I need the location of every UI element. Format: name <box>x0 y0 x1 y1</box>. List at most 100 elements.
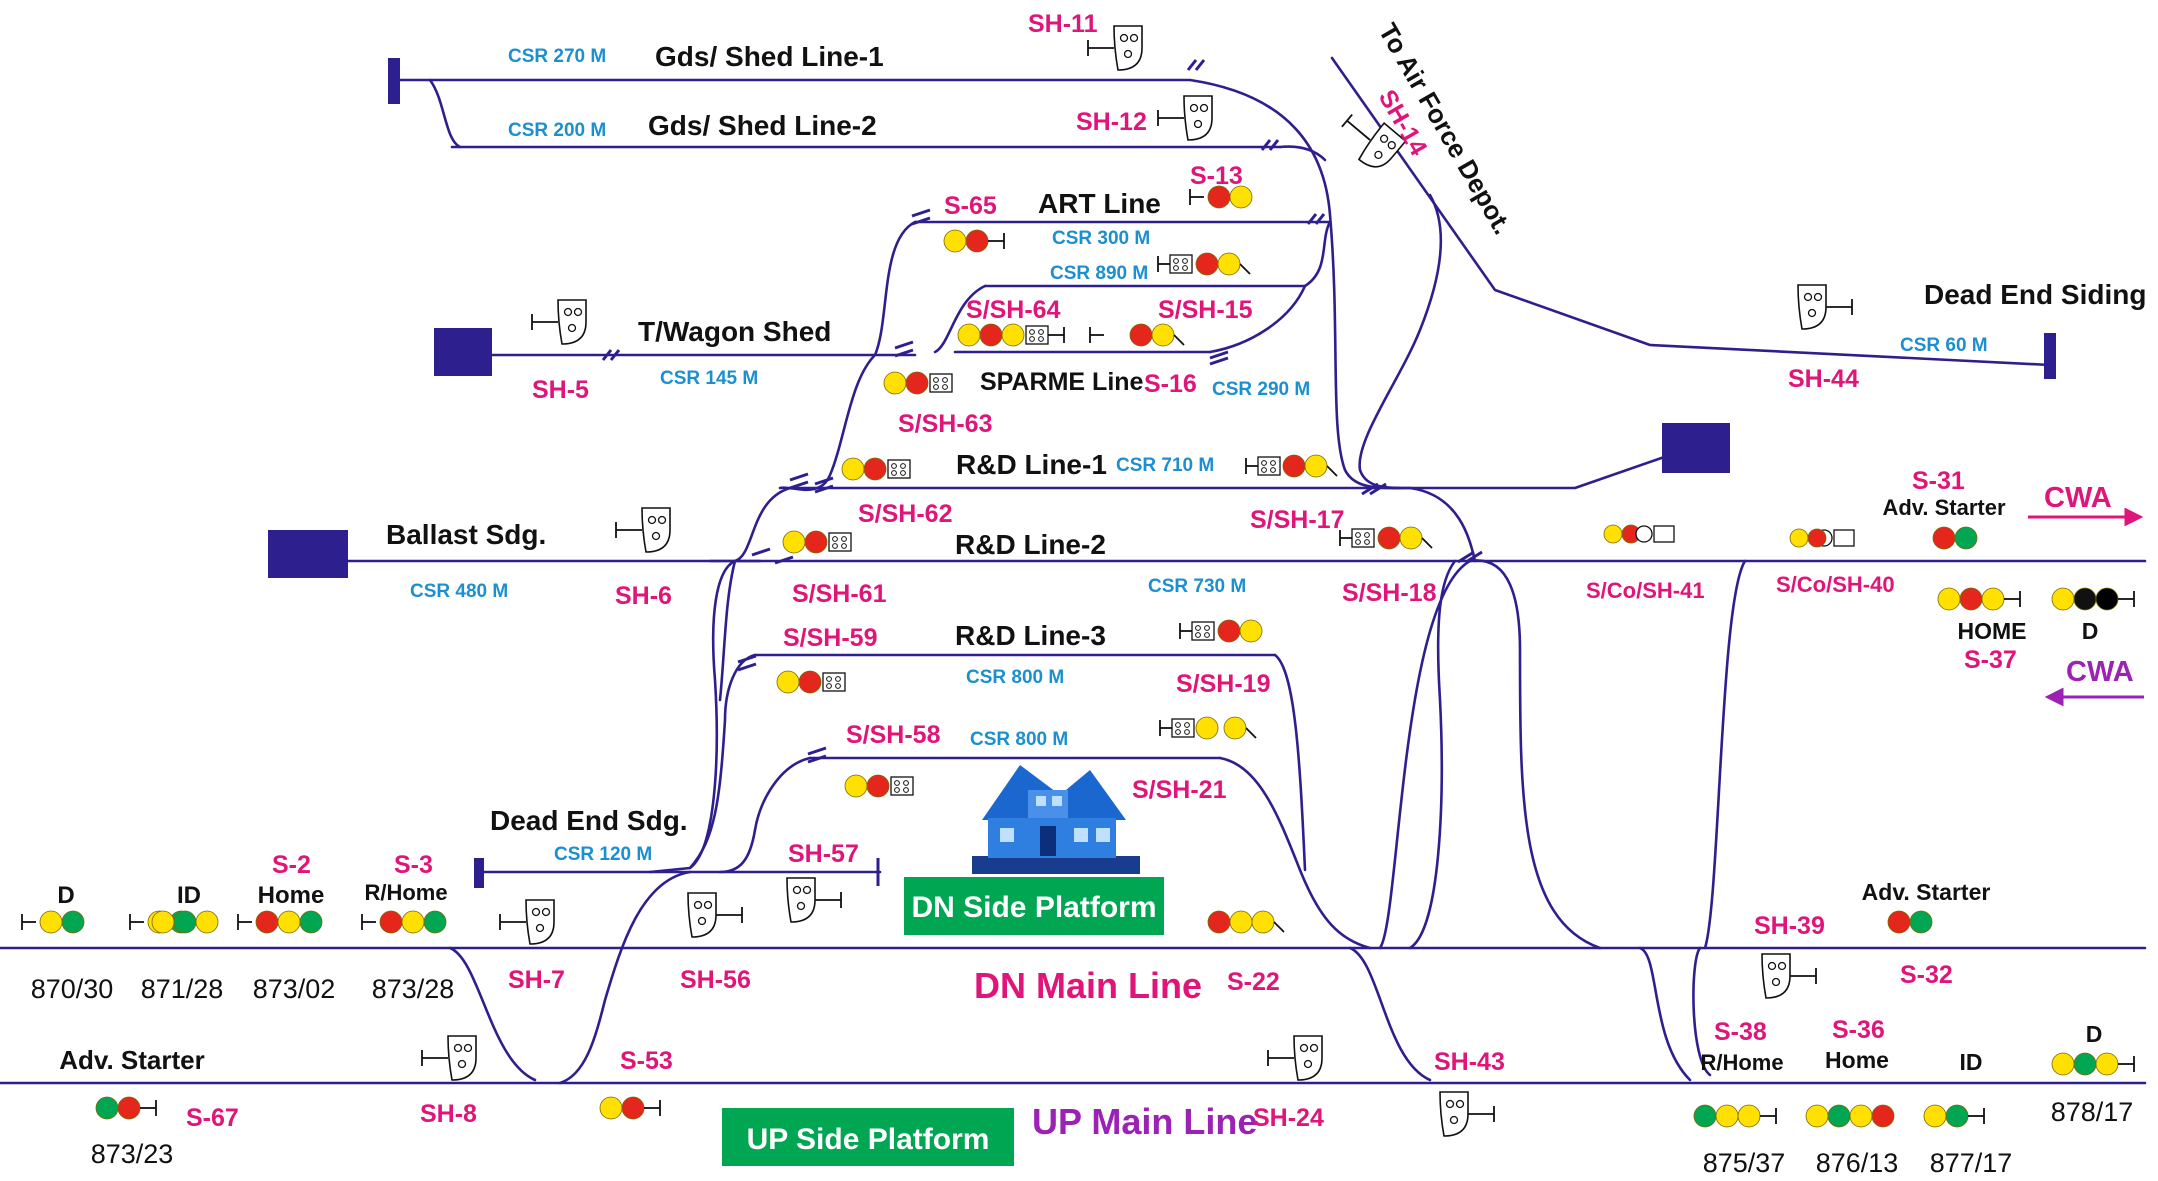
csr-label: CSR 800 M <box>970 729 1068 750</box>
station-building-icon <box>972 765 1140 874</box>
shunt-signal-icon <box>1157 95 1213 141</box>
gds-line-2-label: Gds/ Shed Line-2 <box>648 110 877 141</box>
colour-light-signal-icon <box>151 910 219 934</box>
dn-main-line-label: DN Main Line <box>974 965 1202 1006</box>
dn-side-platform-label: DN Side Platform <box>911 891 1156 924</box>
km-post-label: 873/28 <box>372 974 455 1004</box>
aspect-label: ID <box>177 882 201 909</box>
rd-line-4-west <box>718 756 812 874</box>
signal-label: S-36 <box>1832 1016 1885 1044</box>
csr-label: CSR 300 M <box>1052 228 1150 249</box>
shunt-signal-icon <box>1267 1035 1323 1081</box>
shunt-signal-icon <box>421 1035 477 1081</box>
colour-light-signal-icon <box>1189 185 1253 209</box>
colour-light-signal-icon <box>1887 910 1933 934</box>
colour-light-signal-icon <box>1207 910 1285 934</box>
rd-line-2-east <box>1408 486 1477 563</box>
aspect-label: D <box>2086 1021 2103 1047</box>
csr-label: CSR 200 M <box>508 120 606 141</box>
signal-label: S-2 <box>272 851 311 879</box>
km-post-label: 877/17 <box>1930 1148 2013 1178</box>
csr-label: CSR 800 M <box>966 667 1064 688</box>
signal-label: SH-44 <box>1788 365 1859 393</box>
twagon-shed-block <box>434 328 492 376</box>
loop-sh18 <box>1408 559 1457 950</box>
shunt-signal-icon <box>615 507 671 553</box>
co-acting-indicator-icon <box>1635 525 1855 547</box>
signal-label: S-38 <box>1714 1018 1767 1046</box>
colour-light-signal-icon <box>1195 252 1251 276</box>
line-890-ladder <box>933 284 987 354</box>
aspect-label: Adv. Starter <box>1882 495 2006 520</box>
csr-label: CSR 710 M <box>1116 455 1214 476</box>
signal-label: S/SH-59 <box>783 624 877 652</box>
art-line-label: ART Line <box>1038 188 1161 219</box>
route-indicator-icon <box>1245 456 1281 476</box>
signal-glyphs <box>21 25 2135 1137</box>
shunt-signal-icon <box>499 899 555 945</box>
signal-label: S/SH-17 <box>1250 506 1344 534</box>
signal-label: SH-7 <box>508 966 565 994</box>
csr-label: CSR 730 M <box>1148 576 1246 597</box>
dn-side-platform <box>904 877 1164 935</box>
signal-label: S-22 <box>1227 968 1280 996</box>
gds-line-1-label: Gds/ Shed Line-1 <box>655 41 884 72</box>
ballast-sdg-label: Ballast Sdg. <box>386 519 546 550</box>
signal-label: S-16 <box>1144 370 1197 398</box>
buffer-stop-icon <box>388 58 400 104</box>
km-post-label: 875/37 <box>1703 1148 1786 1178</box>
aspect-label: R/Home <box>364 880 447 905</box>
colour-light-signal-icon <box>782 530 852 554</box>
signal-label: S/SH-21 <box>1132 776 1227 804</box>
signal-label: SH-57 <box>788 840 859 868</box>
signal-label: SH-43 <box>1434 1048 1505 1076</box>
colour-light-signal-icon <box>883 371 953 395</box>
colour-light-signal-icon <box>1923 1104 1985 1128</box>
crossover-s38-up <box>1638 946 1692 1082</box>
signal-label: SH-11 <box>1028 10 1098 38</box>
twagon-shed-label: T/Wagon Shed <box>638 316 831 347</box>
csr-label: CSR 120 M <box>554 844 652 865</box>
signal-label: S/SH-63 <box>898 410 992 438</box>
signal-label: SH-39 <box>1754 912 1825 940</box>
aspect-label: Adv. Starter <box>59 1045 204 1075</box>
signal-label: S-67 <box>186 1104 239 1132</box>
shunt-signal-icon <box>1797 284 1853 330</box>
km-post-label: 876/13 <box>1816 1148 1899 1178</box>
rd-line-1-track <box>788 453 1672 490</box>
km-post-label: 873/23 <box>91 1139 174 1169</box>
signal-label: S-32 <box>1900 961 1953 989</box>
colour-light-signal-icon <box>1195 716 1219 740</box>
art-east-link <box>1303 220 1332 288</box>
dead-end-sdg-label: Dead End Sdg. <box>490 805 688 836</box>
cwa-labels: CWA CWA <box>2044 482 2134 688</box>
signal-number-labels: SH-11 SH-12 SH-14 S-13 S-65 S/SH-64 S/SH… <box>186 10 2017 1132</box>
shunt-signal-icon <box>687 892 743 938</box>
rd-line-1-label: R&D Line-1 <box>956 449 1107 480</box>
csr-label: CSR 480 M <box>410 581 508 602</box>
buffer-stop-icon <box>2044 333 2056 379</box>
aspect-label: Home <box>1825 1047 1889 1073</box>
rd-line-2-label: R&D Line-2 <box>955 529 1106 560</box>
colour-light-signal-icon <box>2051 1052 2135 1076</box>
aspect-label: Home <box>258 882 325 909</box>
signal-label: S/SH-61 <box>792 580 887 608</box>
csr-label: CSR 290 M <box>1212 379 1310 400</box>
colour-light-signal-icon <box>1089 327 1104 343</box>
shunt-signal-icon <box>786 877 842 923</box>
colour-light-signal-icon <box>1129 323 1185 347</box>
csr-label: CSR 890 M <box>1050 263 1148 284</box>
point-marks <box>601 59 1483 764</box>
crossover-sh7 <box>448 946 537 1082</box>
rd-line-4-east <box>1218 756 1372 950</box>
colour-light-signal-icon <box>844 774 914 798</box>
csr-label: CSR 145 M <box>660 368 758 389</box>
colour-light-signal-icon <box>21 910 85 934</box>
route-indicator-icon <box>1339 528 1375 548</box>
signal-label: SH-6 <box>615 582 672 610</box>
colour-light-signal-icon <box>237 910 323 934</box>
colour-light-signal-icon <box>1377 526 1433 550</box>
signal-label: SH-5 <box>532 376 589 404</box>
crossover-sco41 <box>1378 559 1602 950</box>
